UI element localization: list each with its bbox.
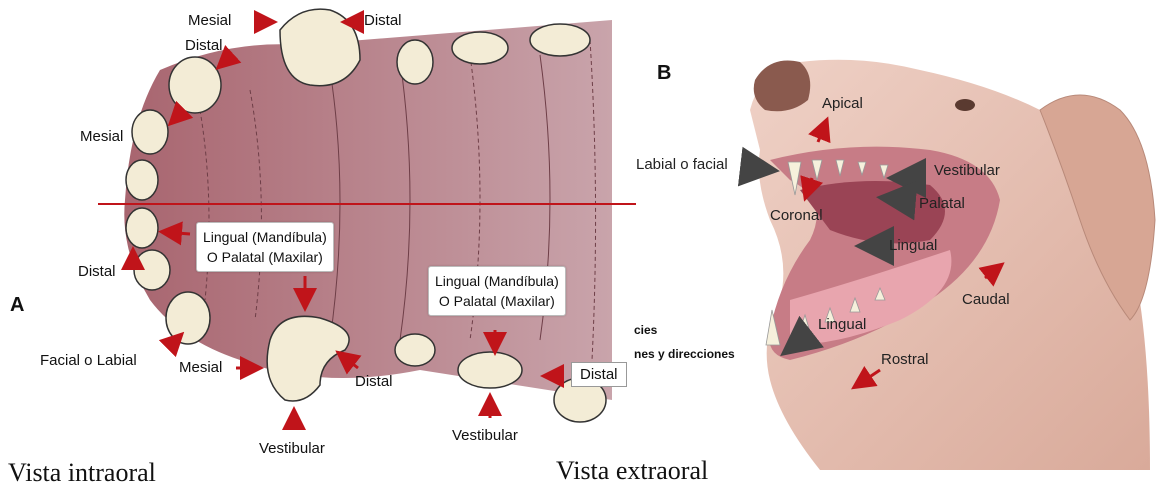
tooth-incisor-3: [126, 208, 158, 248]
label-caudal: Caudal: [962, 291, 1010, 308]
label-vestibular-2: Vestibular: [452, 427, 518, 444]
label-vestibular-b: Vestibular: [934, 162, 1000, 179]
label-mesial-bottom: Mesial: [179, 359, 222, 376]
box2-line1: Lingual (Mandíbula): [435, 271, 559, 291]
tooth-upper-3: [452, 32, 508, 64]
tooth-incisor-2: [126, 160, 158, 200]
label-coronal: Coronal: [770, 207, 823, 224]
label-apical: Apical: [822, 95, 863, 112]
panel-a-caption: Vista intraoral: [8, 458, 156, 488]
tooth-premolar-1: [169, 57, 221, 113]
label-lingual-upper: Lingual: [889, 237, 937, 254]
text-fragment-2: nes y direcciones: [634, 347, 735, 361]
dog-eye: [955, 99, 975, 111]
label-rostral: Rostral: [881, 351, 929, 368]
tooth-incisor-4: [134, 250, 170, 290]
label-vestibular-1: Vestibular: [259, 440, 325, 457]
panel-b-letter: B: [657, 62, 671, 85]
tooth-upper-4: [530, 24, 590, 56]
lingual-palatal-box-2: Lingual (Mandíbula) O Palatal (Maxilar): [428, 266, 566, 316]
label-palatal: Palatal: [919, 195, 965, 212]
label-distal-bottom: Distal: [355, 373, 393, 390]
dog-nose: [754, 60, 810, 111]
label-mesial-top: Mesial: [188, 12, 231, 29]
box2-line2: O Palatal (Maxilar): [435, 291, 559, 311]
label-labial-facial: Labial o facial: [636, 156, 728, 173]
panel-a-letter: A: [10, 294, 24, 317]
distal-box: Distal: [571, 362, 627, 387]
label-facial-labial: Facial o Labial: [40, 352, 137, 369]
tooth-molar-1: [458, 352, 522, 388]
tooth-incisor-1: [132, 110, 168, 154]
tooth-premolar-2: [166, 292, 210, 344]
label-lingual-lower: Lingual: [818, 316, 866, 333]
box1-line2: O Palatal (Maxilar): [203, 247, 327, 267]
label-distal-canine: Distal: [185, 37, 223, 54]
box1-line1: Lingual (Mandíbula): [203, 227, 327, 247]
label-distal-top: Distal: [364, 12, 402, 29]
label-distal-left: Distal: [78, 263, 116, 280]
text-fragment-1: cies: [634, 323, 657, 337]
tooth-premolar-3: [395, 334, 435, 366]
panel-b-caption: Vista extraoral: [556, 456, 708, 486]
tooth-upper-2: [397, 40, 433, 84]
lingual-palatal-box-1: Lingual (Mandíbula) O Palatal (Maxilar): [196, 222, 334, 272]
dog-head-illustration: [744, 60, 1155, 470]
label-mesial-left: Mesial: [80, 128, 123, 145]
